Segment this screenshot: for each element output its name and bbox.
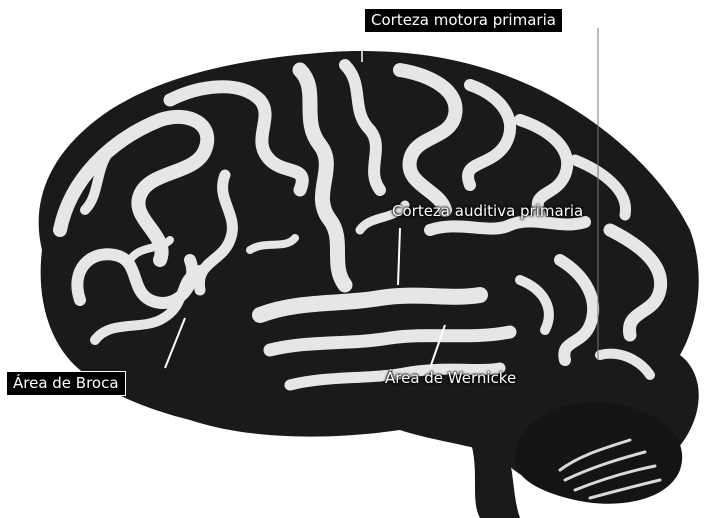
wernicke-area-label: Área de Wernicke (385, 371, 516, 386)
broca-area-label: Área de Broca (6, 371, 126, 396)
auditory-cortex-label: Corteza auditiva primaria (392, 204, 583, 219)
motor-cortex-label: Corteza motora primaria (364, 8, 563, 33)
